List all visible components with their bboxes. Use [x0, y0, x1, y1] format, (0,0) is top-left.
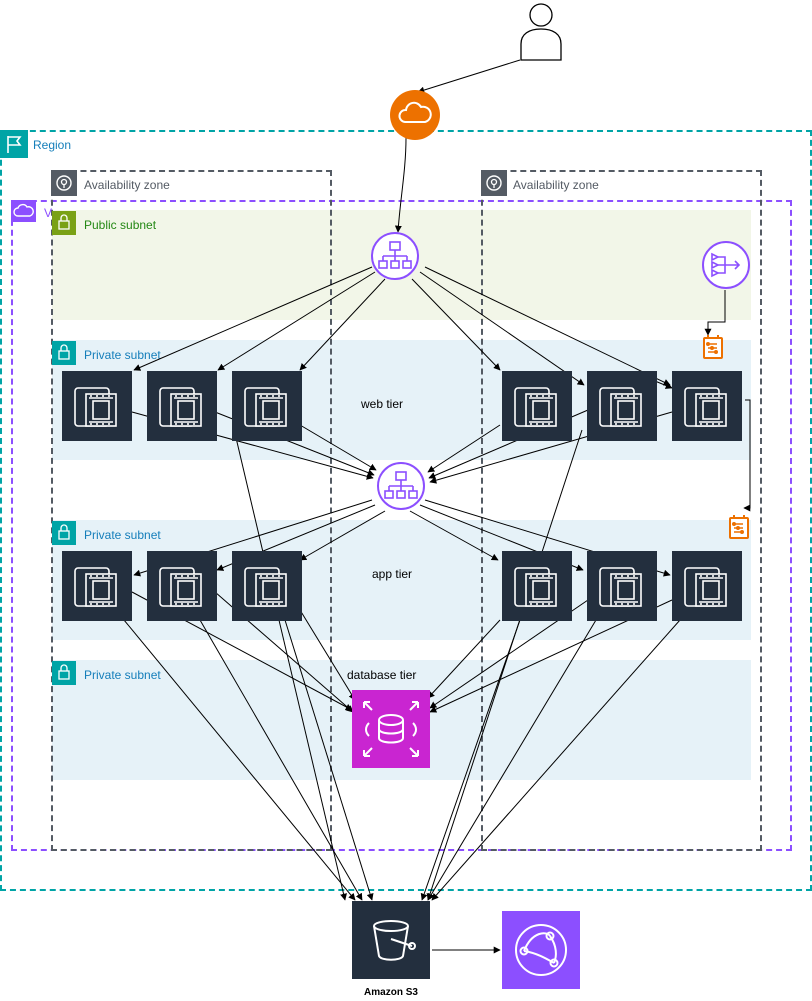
app-tier-label: app tier: [372, 567, 413, 581]
ec2-web-instance-3: [232, 371, 302, 441]
ec2-web-instance-2: [147, 371, 217, 441]
cloudfront-icon: [515, 924, 567, 976]
web-tier-label: web tier: [361, 397, 404, 411]
lock-icon: [52, 211, 76, 235]
ec2-web-instance-1: [62, 371, 132, 441]
ec2-web-instance-6: [672, 371, 742, 441]
location-pin-icon: [51, 170, 77, 196]
private-subnet-db-label: Private subnet: [84, 668, 161, 682]
ec2-app-instance-3: [232, 551, 302, 621]
availability-zone-right-label: Availability zone: [513, 178, 599, 192]
private-subnet-app-label: Private subnet: [84, 528, 161, 542]
vpc-cloud-icon: [11, 200, 36, 222]
vpc-boundary: [11, 200, 792, 851]
ec2-app-instance-2: [147, 551, 217, 621]
amazon-s3-label: Amazon S3: [364, 987, 418, 998]
ec2-instance-icon: [159, 387, 202, 427]
ec2-app-instance-4: [502, 551, 572, 621]
location-pin-icon: [481, 170, 507, 196]
ec2-instance-icon: [684, 387, 727, 427]
auto-scaling-icon: [728, 514, 750, 539]
ec2-instance-icon: [74, 387, 117, 427]
cloudfront: [502, 911, 580, 989]
nat-gateway: [701, 240, 751, 290]
ec2-instance-icon: [244, 567, 287, 607]
load-balancer-icon: [371, 232, 419, 280]
bucket-icon: [373, 920, 416, 961]
availability-zone-left-label: Availability zone: [84, 178, 170, 192]
region-label: Region: [33, 138, 72, 152]
availability-zone-left: [51, 170, 332, 851]
nat-gateway-icon: [702, 241, 750, 289]
ec2-instance-icon: [514, 567, 557, 607]
rds-database: [352, 690, 430, 768]
database-tier-label: database tier: [347, 668, 417, 682]
region-flag-icon: [0, 130, 28, 158]
user-icon: [518, 0, 564, 62]
ec2-instance-icon: [244, 387, 287, 427]
ec2-instance-icon: [514, 387, 557, 427]
lock-icon: [52, 661, 76, 685]
ec2-app-instance-6: [672, 551, 742, 621]
ec2-app-instance-5: [587, 551, 657, 621]
vpc-label: V: [44, 206, 53, 220]
availability-zone-right: [481, 170, 762, 851]
lock-icon: [52, 341, 76, 365]
ec2-web-instance-4: [502, 371, 572, 441]
internet-gateway: [390, 90, 440, 140]
ec2-instance-icon: [74, 567, 117, 607]
s3-bucket: [352, 901, 430, 979]
ec2-app-instance-1: [62, 551, 132, 621]
internal-load-balancer: [376, 461, 426, 511]
lock-icon: [52, 521, 76, 545]
private-subnet-web-label: Private subnet: [84, 348, 161, 362]
database-icon: [363, 701, 419, 757]
ec2-web-instance-5: [587, 371, 657, 441]
auto-scaling-icon: [702, 334, 724, 359]
ec2-instance-icon: [159, 567, 202, 607]
ec2-instance-icon: [599, 387, 642, 427]
load-balancer-icon: [377, 462, 425, 510]
public-subnet-label: Public subnet: [84, 218, 157, 232]
ec2-instance-icon: [684, 567, 727, 607]
ec2-instance-icon: [599, 567, 642, 607]
public-load-balancer: [370, 231, 420, 281]
cloud-icon: [390, 90, 440, 140]
